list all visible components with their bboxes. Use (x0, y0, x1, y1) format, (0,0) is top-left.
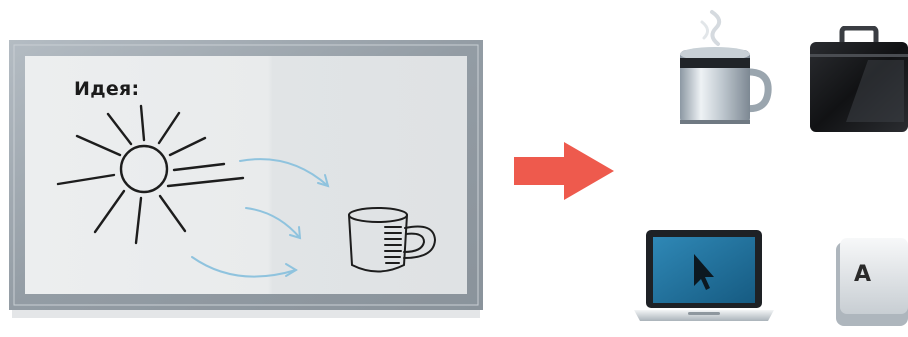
laptop-icon (632, 226, 776, 324)
keyboard-key-label: A (854, 262, 871, 287)
red-arrow-icon (512, 140, 616, 202)
briefcase-icon (806, 26, 908, 138)
whiteboard-heading: Идея: (74, 78, 139, 100)
whiteboard (0, 0, 490, 337)
coffee-mug-icon (672, 8, 776, 132)
